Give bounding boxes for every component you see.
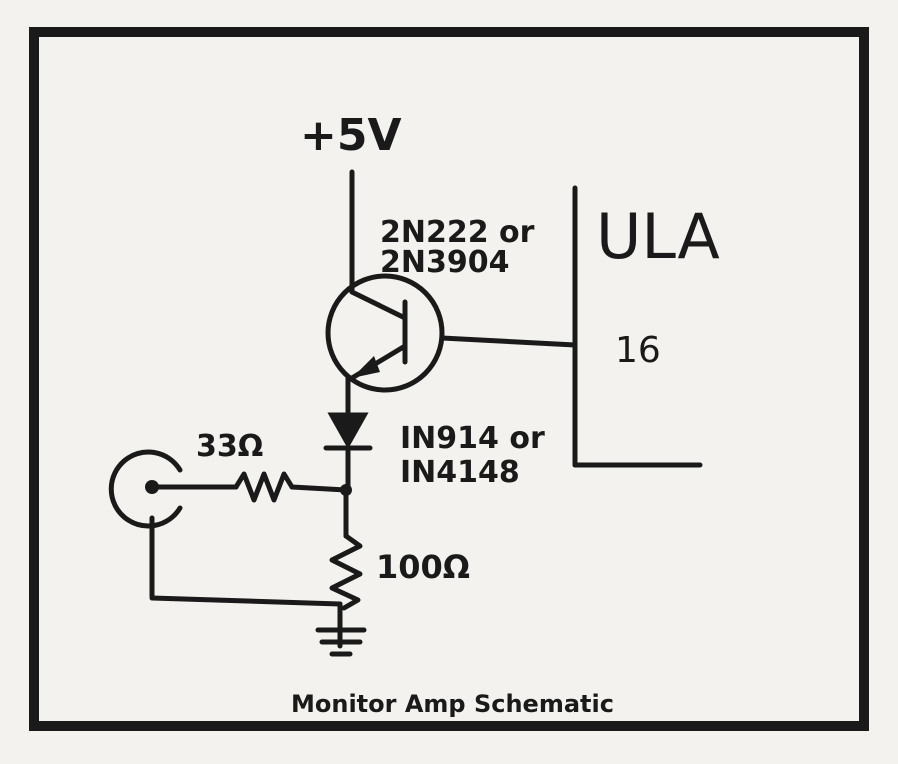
ula-pin-label: 16 (615, 330, 661, 371)
supply-label: +5V (300, 110, 402, 161)
resistor-to-node-wire (289, 484, 349, 493)
ula-chip: ULA 16 (572, 185, 720, 468)
output-jack-ring (108, 449, 183, 529)
shunt-resistor-label: 100Ω (376, 548, 470, 586)
ula-chip-label: ULA (596, 200, 720, 273)
diode-label-line2: IN4148 (400, 455, 520, 490)
shunt-resistor-zigzag (329, 533, 363, 611)
emitter-arrow (352, 356, 380, 378)
transistor-label-line1: 2N222 or (380, 215, 535, 250)
diode-triangle (327, 412, 369, 450)
diode-symbol (323, 412, 373, 493)
transistor-symbol (325, 273, 578, 393)
diagram-caption: Monitor Amp Schematic (291, 690, 614, 718)
ground-return-wire (149, 595, 343, 607)
base-wire (439, 335, 578, 348)
border-frame (29, 27, 869, 731)
transistor-collector (349, 289, 408, 321)
diode-label-line1: IN914 or (400, 421, 545, 456)
ground-symbol (315, 627, 367, 657)
output-jack (108, 449, 183, 599)
transistor-label-line2: 2N3904 (380, 245, 509, 280)
series-resistor-zigzag (233, 471, 295, 503)
transistor-circle (325, 273, 445, 393)
series-resistor-label: 33Ω (196, 429, 263, 464)
